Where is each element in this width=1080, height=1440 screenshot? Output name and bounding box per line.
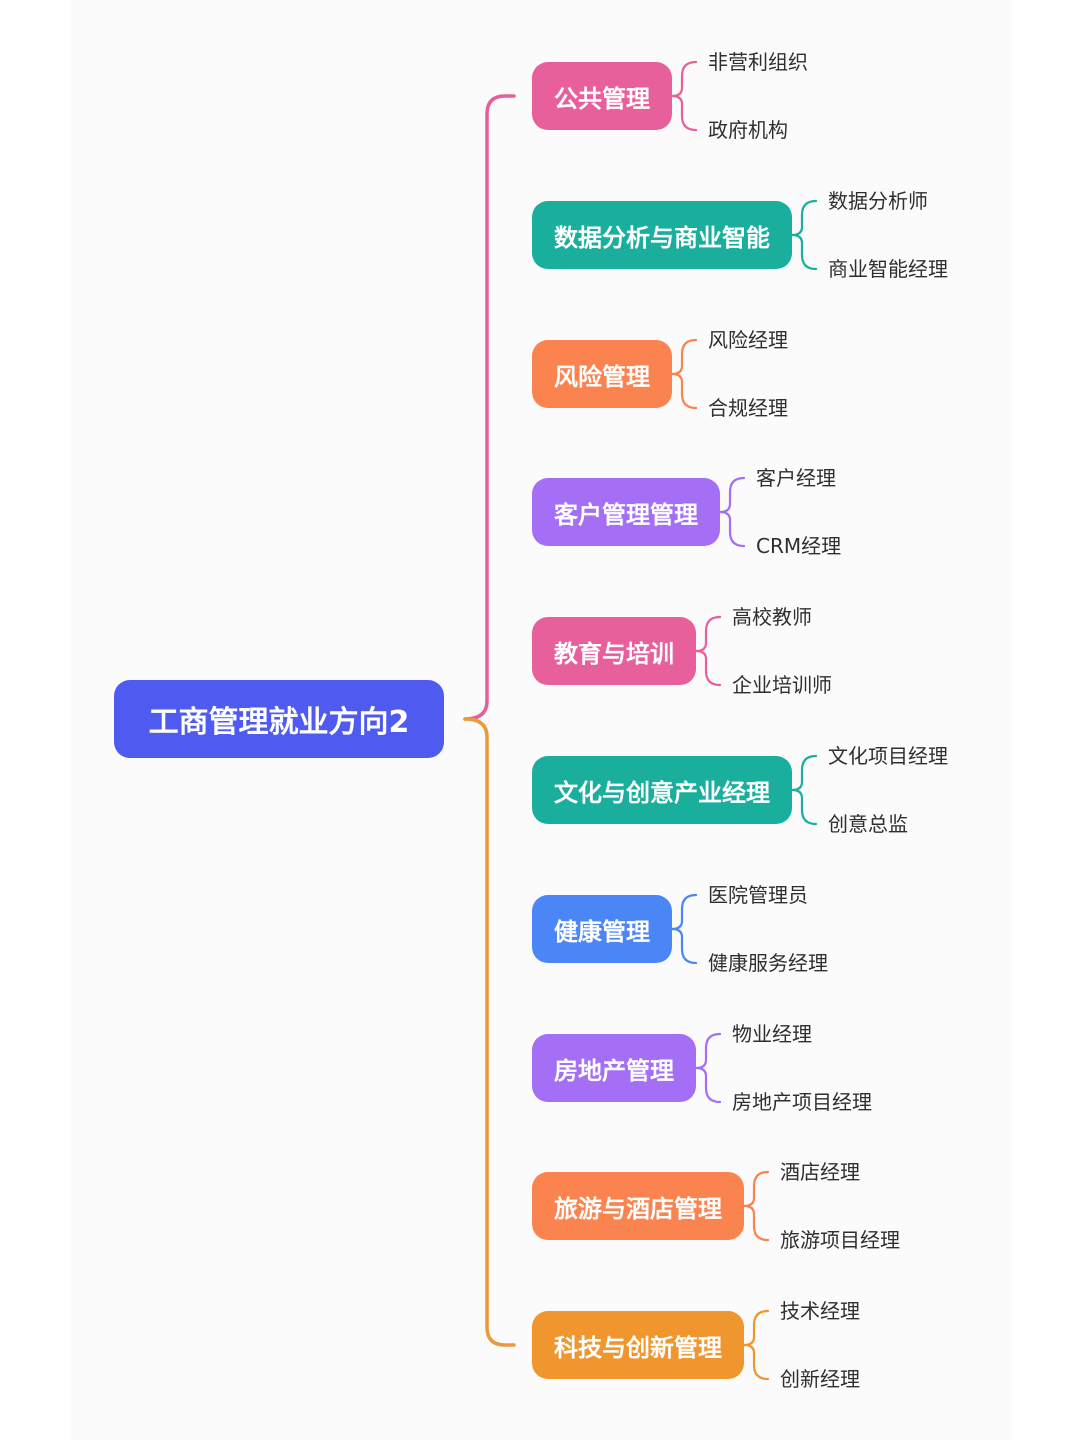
leaf-item[interactable]: 数据分析师	[828, 189, 928, 213]
leaf-item[interactable]: 创新经理	[780, 1367, 860, 1391]
leaf-item[interactable]: 医院管理员	[708, 883, 808, 907]
branch-node[interactable]: 数据分析与商业智能	[532, 201, 792, 269]
leaf-item[interactable]: 政府机构	[708, 118, 788, 142]
leaf-item[interactable]: 文化项目经理	[828, 744, 948, 768]
connector-path	[790, 199, 818, 271]
leaf-item[interactable]: 商业智能经理	[828, 257, 948, 281]
leaf-item[interactable]: 合规经理	[708, 396, 788, 420]
connector-path	[670, 60, 698, 132]
leaf-item[interactable]: 创意总监	[828, 812, 908, 836]
branch-node[interactable]: 房地产管理	[532, 1034, 696, 1102]
connector-path	[463, 717, 516, 1347]
leaf-item[interactable]: 物业经理	[732, 1022, 812, 1046]
connector-path	[463, 94, 516, 721]
connector-path	[790, 754, 818, 826]
leaf-item[interactable]: 健康服务经理	[708, 951, 828, 975]
leaf-item[interactable]: 非营利组织	[708, 50, 808, 74]
branch-node[interactable]: 科技与创新管理	[532, 1311, 744, 1379]
leaf-item[interactable]: 酒店经理	[780, 1160, 860, 1184]
leaf-item[interactable]: 高校教师	[732, 605, 812, 629]
branch-node[interactable]: 旅游与酒店管理	[532, 1172, 744, 1240]
branch-node[interactable]: 教育与培训	[532, 617, 696, 685]
connector-path	[670, 338, 698, 410]
leaf-item[interactable]: 旅游项目经理	[780, 1228, 900, 1252]
leaf-item[interactable]: 技术经理	[780, 1299, 860, 1323]
root-node[interactable]: 工商管理就业方向2	[114, 680, 444, 758]
branch-node[interactable]: 客户管理管理	[532, 478, 720, 546]
connector-path	[694, 1032, 722, 1104]
leaf-item[interactable]: CRM经理	[756, 534, 842, 558]
leaf-item[interactable]: 企业培训师	[732, 673, 832, 697]
connector-path	[742, 1309, 770, 1381]
branch-node[interactable]: 风险管理	[532, 340, 672, 408]
leaf-item[interactable]: 风险经理	[708, 328, 788, 352]
connector-path	[718, 476, 746, 548]
leaf-item[interactable]: 客户经理	[756, 466, 836, 490]
connector-path	[742, 1170, 770, 1242]
leaf-item[interactable]: 房地产项目经理	[732, 1090, 872, 1114]
connector-path	[694, 615, 722, 687]
branch-node[interactable]: 文化与创意产业经理	[532, 756, 792, 824]
branch-node[interactable]: 公共管理	[532, 62, 672, 130]
connector-path	[670, 893, 698, 965]
branch-node[interactable]: 健康管理	[532, 895, 672, 963]
